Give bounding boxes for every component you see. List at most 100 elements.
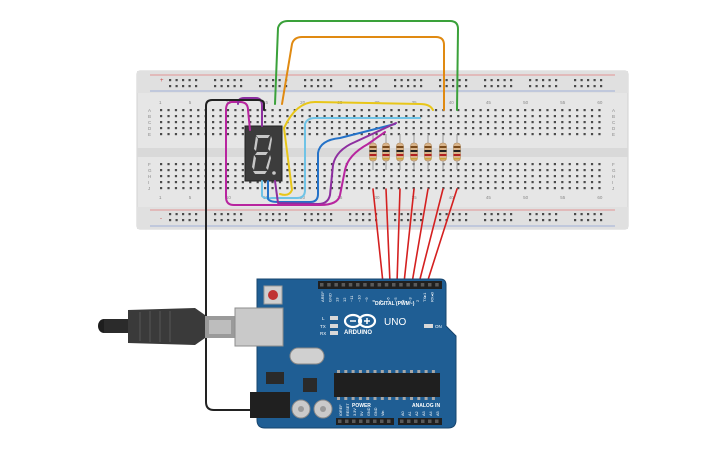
wire-magenta-2 bbox=[231, 101, 251, 131]
resistor[interactable] bbox=[424, 134, 432, 170]
column-number-label: 1 bbox=[159, 100, 162, 105]
row-letter-label: C bbox=[148, 120, 152, 125]
digital-pin-label: ~3 bbox=[408, 297, 413, 302]
power-pin-label: GND bbox=[367, 407, 371, 416]
led-rx bbox=[330, 331, 338, 335]
power-header[interactable] bbox=[336, 418, 394, 425]
column-number-label: 30 bbox=[374, 195, 380, 200]
wire-red[interactable] bbox=[426, 188, 458, 284]
resistor[interactable] bbox=[410, 134, 418, 170]
column-number-label: 10 bbox=[226, 195, 232, 200]
row-letter-label: E bbox=[148, 132, 151, 137]
usb-cable bbox=[98, 308, 235, 345]
wire-red[interactable] bbox=[411, 188, 429, 284]
power-title: POWER bbox=[352, 403, 371, 409]
row-letter-label: B bbox=[612, 114, 615, 119]
resistor[interactable] bbox=[382, 134, 390, 170]
wire-blue bbox=[267, 123, 396, 203]
rail-minus-label: - bbox=[160, 216, 162, 222]
row-letter-label: C bbox=[612, 120, 616, 125]
wire-red[interactable] bbox=[372, 188, 384, 284]
model-label: UNO bbox=[384, 317, 406, 328]
column-number-label: 20 bbox=[300, 195, 306, 200]
row-letter-label: F bbox=[612, 162, 615, 167]
row-letter-label: F bbox=[148, 162, 151, 167]
column-number-label: 55 bbox=[560, 100, 566, 105]
row-letter-label: I bbox=[612, 180, 613, 185]
row-letter-label: J bbox=[148, 186, 150, 191]
rail-plus-label: + bbox=[160, 78, 164, 84]
led-tx bbox=[330, 324, 338, 328]
tx-label: TX bbox=[320, 324, 326, 329]
column-number-label: 5 bbox=[189, 100, 192, 105]
digital-pin-label: 7 bbox=[378, 299, 383, 302]
digital-pin-label: RX◂0 bbox=[430, 291, 435, 302]
digital-pin-label: ~9 bbox=[364, 297, 369, 302]
wire-red[interactable] bbox=[396, 188, 401, 284]
column-number-label: 60 bbox=[597, 195, 603, 200]
arduino-uno[interactable]: L TX RX ON ARDUINO UNO DIGITAL (PWM~) PO… bbox=[234, 278, 457, 429]
digital-pin-label: ~5 bbox=[393, 297, 398, 302]
red-wires[interactable] bbox=[372, 188, 458, 284]
wire-black bbox=[205, 99, 265, 411]
digit-value: 8 bbox=[0, 0, 1, 1]
column-number-label: 60 bbox=[597, 100, 603, 105]
resistor-array[interactable] bbox=[369, 134, 461, 170]
wire-lightblue bbox=[261, 117, 421, 200]
analog-title: ANALOG IN bbox=[412, 403, 440, 409]
power-pin-label: RESET bbox=[346, 403, 350, 416]
wires[interactable] bbox=[205, 20, 459, 411]
analog-pin-label: A3 bbox=[422, 411, 426, 416]
analog-pin-label: A5 bbox=[436, 411, 440, 416]
wire-red[interactable] bbox=[385, 188, 391, 284]
column-number-label: 40 bbox=[449, 195, 455, 200]
power-pin-label: 3.3V bbox=[353, 408, 357, 416]
column-number-label: 45 bbox=[486, 100, 492, 105]
wire-red[interactable] bbox=[418, 188, 444, 284]
wire-orange bbox=[281, 36, 445, 111]
column-number-label: 35 bbox=[412, 100, 418, 105]
power-pin-label: IOREF bbox=[339, 404, 343, 416]
resistor[interactable] bbox=[439, 134, 447, 170]
on-label: ON bbox=[435, 324, 442, 329]
column-number-label: 20 bbox=[300, 100, 306, 105]
analog-header[interactable] bbox=[398, 418, 442, 425]
column-number-label: 35 bbox=[412, 195, 418, 200]
reset-icon[interactable] bbox=[268, 290, 278, 300]
row-letter-label: D bbox=[148, 126, 152, 131]
digital-pin-label: AREF bbox=[320, 291, 325, 302]
analog-pin-label: A4 bbox=[429, 411, 433, 416]
digital-pin-label: 2 bbox=[415, 299, 420, 302]
power-jack bbox=[250, 392, 290, 418]
led-on bbox=[424, 324, 433, 328]
row-letter-label: H bbox=[148, 174, 151, 179]
wire-red[interactable] bbox=[403, 188, 415, 284]
digital-pin-label: 12 bbox=[342, 297, 347, 302]
row-letter-label: H bbox=[612, 174, 615, 179]
column-number-label: 15 bbox=[263, 100, 269, 105]
rx-label: RX bbox=[320, 331, 326, 336]
analog-pin-label: A0 bbox=[401, 411, 405, 416]
row-letter-label: B bbox=[148, 114, 151, 119]
column-number-label: 50 bbox=[523, 195, 529, 200]
column-number-label: 50 bbox=[523, 100, 529, 105]
row-letter-label: G bbox=[148, 168, 152, 173]
digital-pin-label: 8 bbox=[371, 299, 376, 302]
column-number-label: 45 bbox=[486, 195, 492, 200]
analog-pin-label: A2 bbox=[415, 411, 419, 416]
power-pin-label: GND bbox=[374, 407, 378, 416]
arduino-logo-icon bbox=[343, 313, 377, 329]
wire-magenta bbox=[225, 101, 386, 206]
row-letter-label: G bbox=[612, 168, 616, 173]
column-number-label: 40 bbox=[449, 100, 455, 105]
digital-pin-label: ~11 bbox=[349, 295, 354, 302]
seven-segment-display[interactable]: 8 bbox=[0, 0, 283, 182]
resistor[interactable] bbox=[369, 134, 377, 170]
row-letter-label: J bbox=[612, 186, 614, 191]
resistor[interactable] bbox=[396, 134, 404, 170]
resistor[interactable] bbox=[453, 134, 461, 170]
digital-pin-label: GND bbox=[327, 293, 332, 302]
